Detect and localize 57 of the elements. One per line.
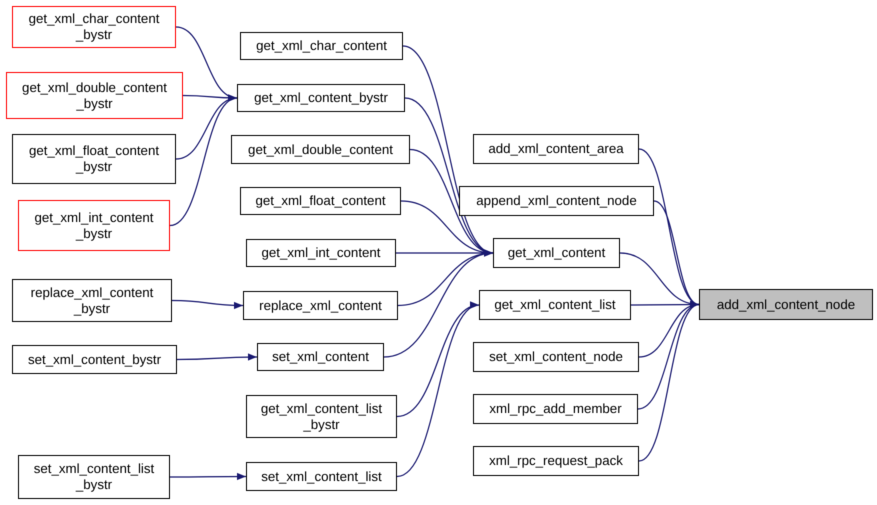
function-box (12, 345, 177, 374)
function-box (12, 279, 172, 322)
function-box (473, 342, 639, 372)
function-name: get_xml_content_list (493, 297, 617, 313)
function-name: get_xml_char_content (255, 38, 388, 54)
function-box (459, 186, 654, 216)
arrow (638, 304, 700, 462)
function-name: replace_xml_content (258, 298, 383, 314)
function-name: add_xml_content_area (487, 141, 625, 157)
arrow (170, 97, 238, 226)
function-name: get_xml_double_content _bystr (21, 80, 168, 112)
function-box (473, 446, 639, 476)
function-name: get_xml_int_content _bystr (33, 210, 154, 242)
function-box (246, 462, 397, 491)
arrow (172, 300, 243, 309)
function-name: xml_rpc_request_pack (488, 453, 624, 469)
function-name: replace_xml_content _bystr (30, 284, 154, 316)
function-box (18, 200, 170, 251)
arrow (404, 97, 494, 254)
function-name: get_xml_float_content (254, 193, 387, 209)
function-box (257, 343, 384, 371)
function-name: get_xml_content_bystr (253, 90, 389, 106)
function-box (18, 455, 170, 499)
function-name: get_xml_int_content (260, 245, 382, 261)
function-box (246, 239, 396, 267)
function-box (243, 291, 398, 320)
arrow (177, 353, 257, 361)
function-box (493, 238, 620, 268)
function-box (12, 6, 176, 48)
function-box (12, 134, 176, 184)
function-box (473, 394, 638, 424)
function-name: set_xml_content_node (488, 349, 624, 365)
function-box (240, 187, 401, 215)
function-box (479, 290, 631, 320)
function-box (699, 289, 873, 320)
function-name: get_xml_double_content (247, 142, 394, 158)
arrow (396, 304, 480, 478)
arrow (384, 250, 494, 358)
function-name: get_xml_content_list _bystr (260, 400, 384, 432)
function-box (240, 32, 403, 60)
function-box (6, 72, 183, 119)
function-name: get_xml_char_content _bystr (28, 11, 160, 43)
function-name: add_xml_content_node (716, 296, 856, 312)
function-name: get_xml_float_content _bystr (28, 143, 160, 175)
function-box (237, 84, 405, 112)
function-name: set_xml_content_list _bystr (32, 461, 156, 493)
function-name: set_xml_content_bystr (26, 352, 162, 368)
function-box (231, 135, 410, 164)
function-box (246, 395, 397, 438)
function-name: set_xml_content_list (260, 468, 383, 484)
function-box (473, 134, 639, 164)
function-name: xml_rpc_add_member (488, 401, 623, 417)
function-name: append_xml_content_node (475, 193, 638, 209)
function-name: get_xml_content (506, 245, 606, 261)
arrow (654, 200, 700, 306)
arrow (170, 472, 246, 480)
function-name: set_xml_content (271, 349, 370, 365)
